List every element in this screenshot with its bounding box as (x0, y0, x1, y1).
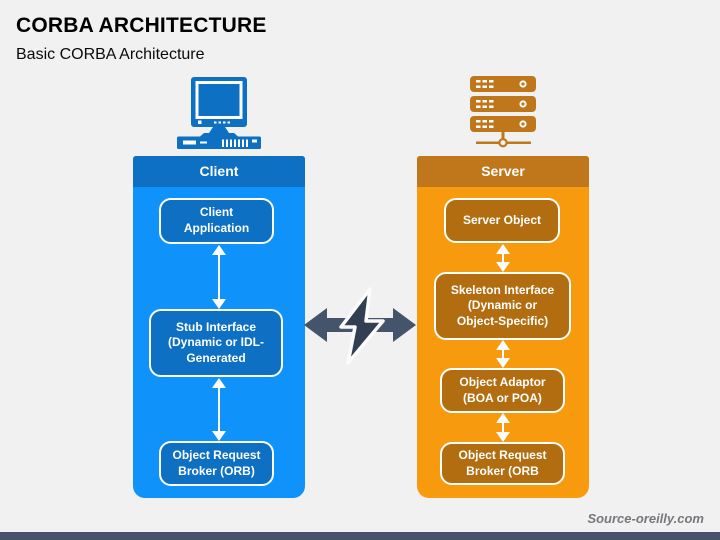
page-title: CORBA ARCHITECTURE (16, 14, 267, 37)
flow-arrow (495, 340, 511, 368)
server-orb-box: Object Request Broker (ORB (440, 442, 565, 485)
lightning-bolt-double-arrow-icon (304, 287, 416, 365)
server-object-box: Server Object (444, 198, 560, 243)
skeleton-interface-box: Skeleton Interface (Dynamic or Object-Sp… (434, 272, 571, 340)
server-column: Server Server Object Skeleton Interface … (417, 156, 589, 498)
client-column-header: Client (133, 156, 305, 187)
client-column: Client Client Application Stub Interface… (133, 156, 305, 498)
flow-arrow (211, 378, 227, 441)
stub-interface-box: Stub Interface (Dynamic or IDL- Generate… (149, 309, 283, 377)
object-adaptor-box: Object Adaptor (BOA or POA) (440, 368, 565, 413)
flow-arrow (211, 245, 227, 309)
client-orb-box: Object Request Broker (ORB) (159, 441, 274, 486)
client-application-box: Client Application (159, 198, 274, 244)
desktop-computer-icon (177, 77, 261, 149)
server-rack-icon (470, 76, 536, 148)
flow-arrow (495, 413, 511, 442)
watermark: Source-oreilly.com (587, 511, 704, 526)
flow-arrow (495, 244, 511, 272)
server-column-header: Server (417, 156, 589, 187)
footer-bar (0, 532, 720, 540)
page-subtitle: Basic CORBA Architecture (16, 46, 205, 63)
